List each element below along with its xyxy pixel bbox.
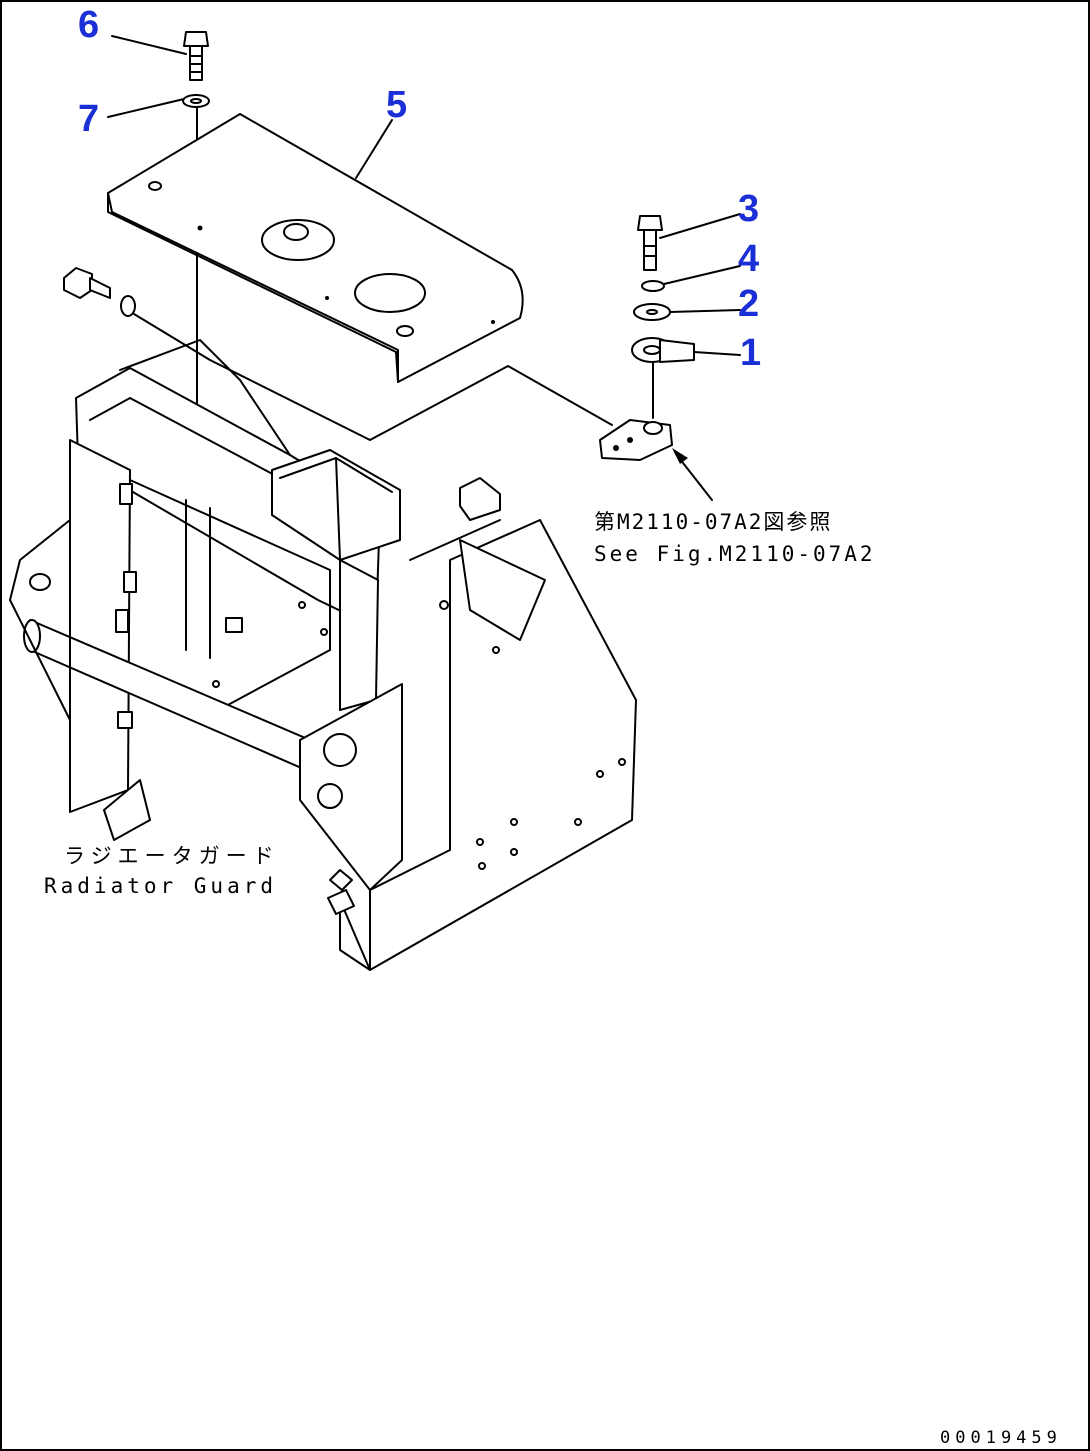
assembly-label-japanese: ラジエータガード	[64, 844, 280, 868]
part-3-bolt	[637, 215, 663, 271]
callout-5: 5	[386, 84, 408, 126]
document-number: 00019459	[940, 1428, 1062, 1448]
assembly-line-bracket	[209, 359, 613, 441]
side-bolt	[63, 267, 211, 361]
leader-6	[111, 35, 187, 55]
reference-note-english: See Fig.M2110-07A2	[594, 542, 876, 566]
leader-4	[663, 265, 741, 285]
part-4-washer	[641, 280, 665, 292]
reference-note-japanese: 第M2110-07A2図参照	[594, 510, 833, 534]
assembly-label-english: Radiator Guard	[44, 874, 278, 898]
callout-2: 2	[738, 283, 760, 325]
callout-3: 3	[738, 188, 760, 230]
leader-3	[659, 213, 741, 239]
mounting-bracket	[599, 419, 673, 461]
callout-4: 4	[738, 238, 760, 280]
callout-7: 7	[78, 98, 100, 140]
leader-2	[669, 309, 741, 313]
leader-7	[107, 98, 185, 118]
radiator-guard-frame	[9, 339, 637, 971]
part-7-washer	[182, 94, 210, 108]
leader-1	[693, 351, 741, 356]
callout-1: 1	[740, 332, 762, 374]
part-6-bolt	[183, 31, 209, 81]
part-2-washer	[633, 303, 671, 321]
callout-6: 6	[78, 4, 100, 46]
part-1-bushing	[631, 337, 695, 363]
leader-5	[355, 119, 393, 179]
part-5-cover	[107, 113, 524, 383]
